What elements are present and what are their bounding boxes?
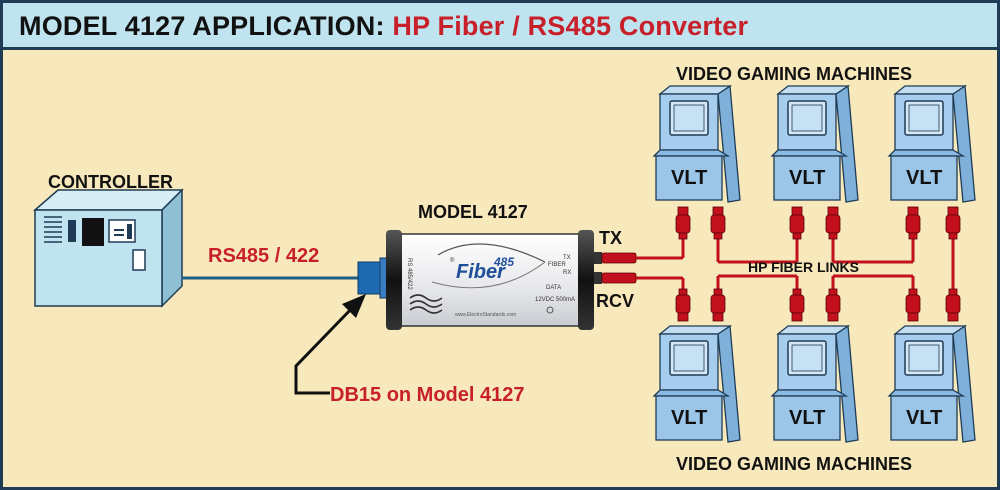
fiber-connectors-bottom (675, 288, 961, 322)
vlt-label: VLT (789, 407, 825, 429)
vlt-machine: VLT (652, 324, 741, 443)
db15-label: DB15 on Model 4127 (330, 384, 525, 406)
db15-connector (357, 257, 391, 299)
vlt-label: VLT (671, 167, 707, 189)
vlt-label: VLT (906, 407, 942, 429)
waves-icon (409, 294, 443, 314)
title-prefix: MODEL 4127 APPLICATION: (19, 11, 393, 41)
vlt-machine: VLT (887, 324, 976, 443)
title-highlight: HP Fiber / RS485 Converter (392, 11, 749, 41)
vlt-machine: VLT (652, 84, 741, 203)
tx-label: TX (599, 228, 622, 248)
controller-label: CONTROLLER (48, 172, 173, 192)
model-4127-device: RS 485/422 Fiber 485 ® TX FIBER RX DATA … (386, 230, 594, 330)
page-title: MODEL 4127 APPLICATION: HP Fiber / RS485… (19, 11, 748, 42)
video-gaming-machines: VLT VLT VLT VLT VLT VLT (652, 84, 976, 443)
device-fiber-mark: FIBER (548, 262, 566, 268)
device-brand-sup: 485 (493, 255, 514, 269)
controller (32, 188, 184, 308)
db15-pointer-arrow (294, 294, 366, 395)
svg-text:®: ® (450, 257, 455, 264)
model-label: MODEL 4127 (418, 202, 528, 222)
title-bar: MODEL 4127 APPLICATION: HP Fiber / RS485… (3, 3, 997, 50)
vlt-machine: VLT (887, 84, 976, 203)
fiber-links-label: HP FIBER LINKS (748, 259, 859, 275)
device-fiber-ports (594, 252, 637, 284)
vlt-label: VLT (671, 407, 707, 429)
rs485-label: RS485 / 422 (208, 245, 319, 267)
video-gaming-bottom-label: VIDEO GAMING MACHINES (676, 454, 912, 474)
device-tx-mark: TX (563, 255, 571, 261)
vlt-label: VLT (906, 167, 942, 189)
device-side-text: RS 485/422 (406, 258, 412, 290)
fiber-connectors-top (675, 206, 961, 240)
device-website: www.ElectroStandards.com (455, 312, 516, 318)
device-data-mark: DATA (546, 285, 561, 291)
device-rx-mark: RX (563, 270, 571, 276)
vlt-machine: VLT (770, 324, 859, 443)
vlt-label: VLT (789, 167, 825, 189)
vlt-machine: VLT (770, 84, 859, 203)
rcv-label: RCV (596, 291, 634, 311)
device-power-mark: 12VDC 500mA (535, 297, 575, 303)
device-brand: Fiber (456, 261, 506, 283)
video-gaming-top-label: VIDEO GAMING MACHINES (676, 64, 912, 84)
hp-fiber-links (636, 238, 955, 290)
